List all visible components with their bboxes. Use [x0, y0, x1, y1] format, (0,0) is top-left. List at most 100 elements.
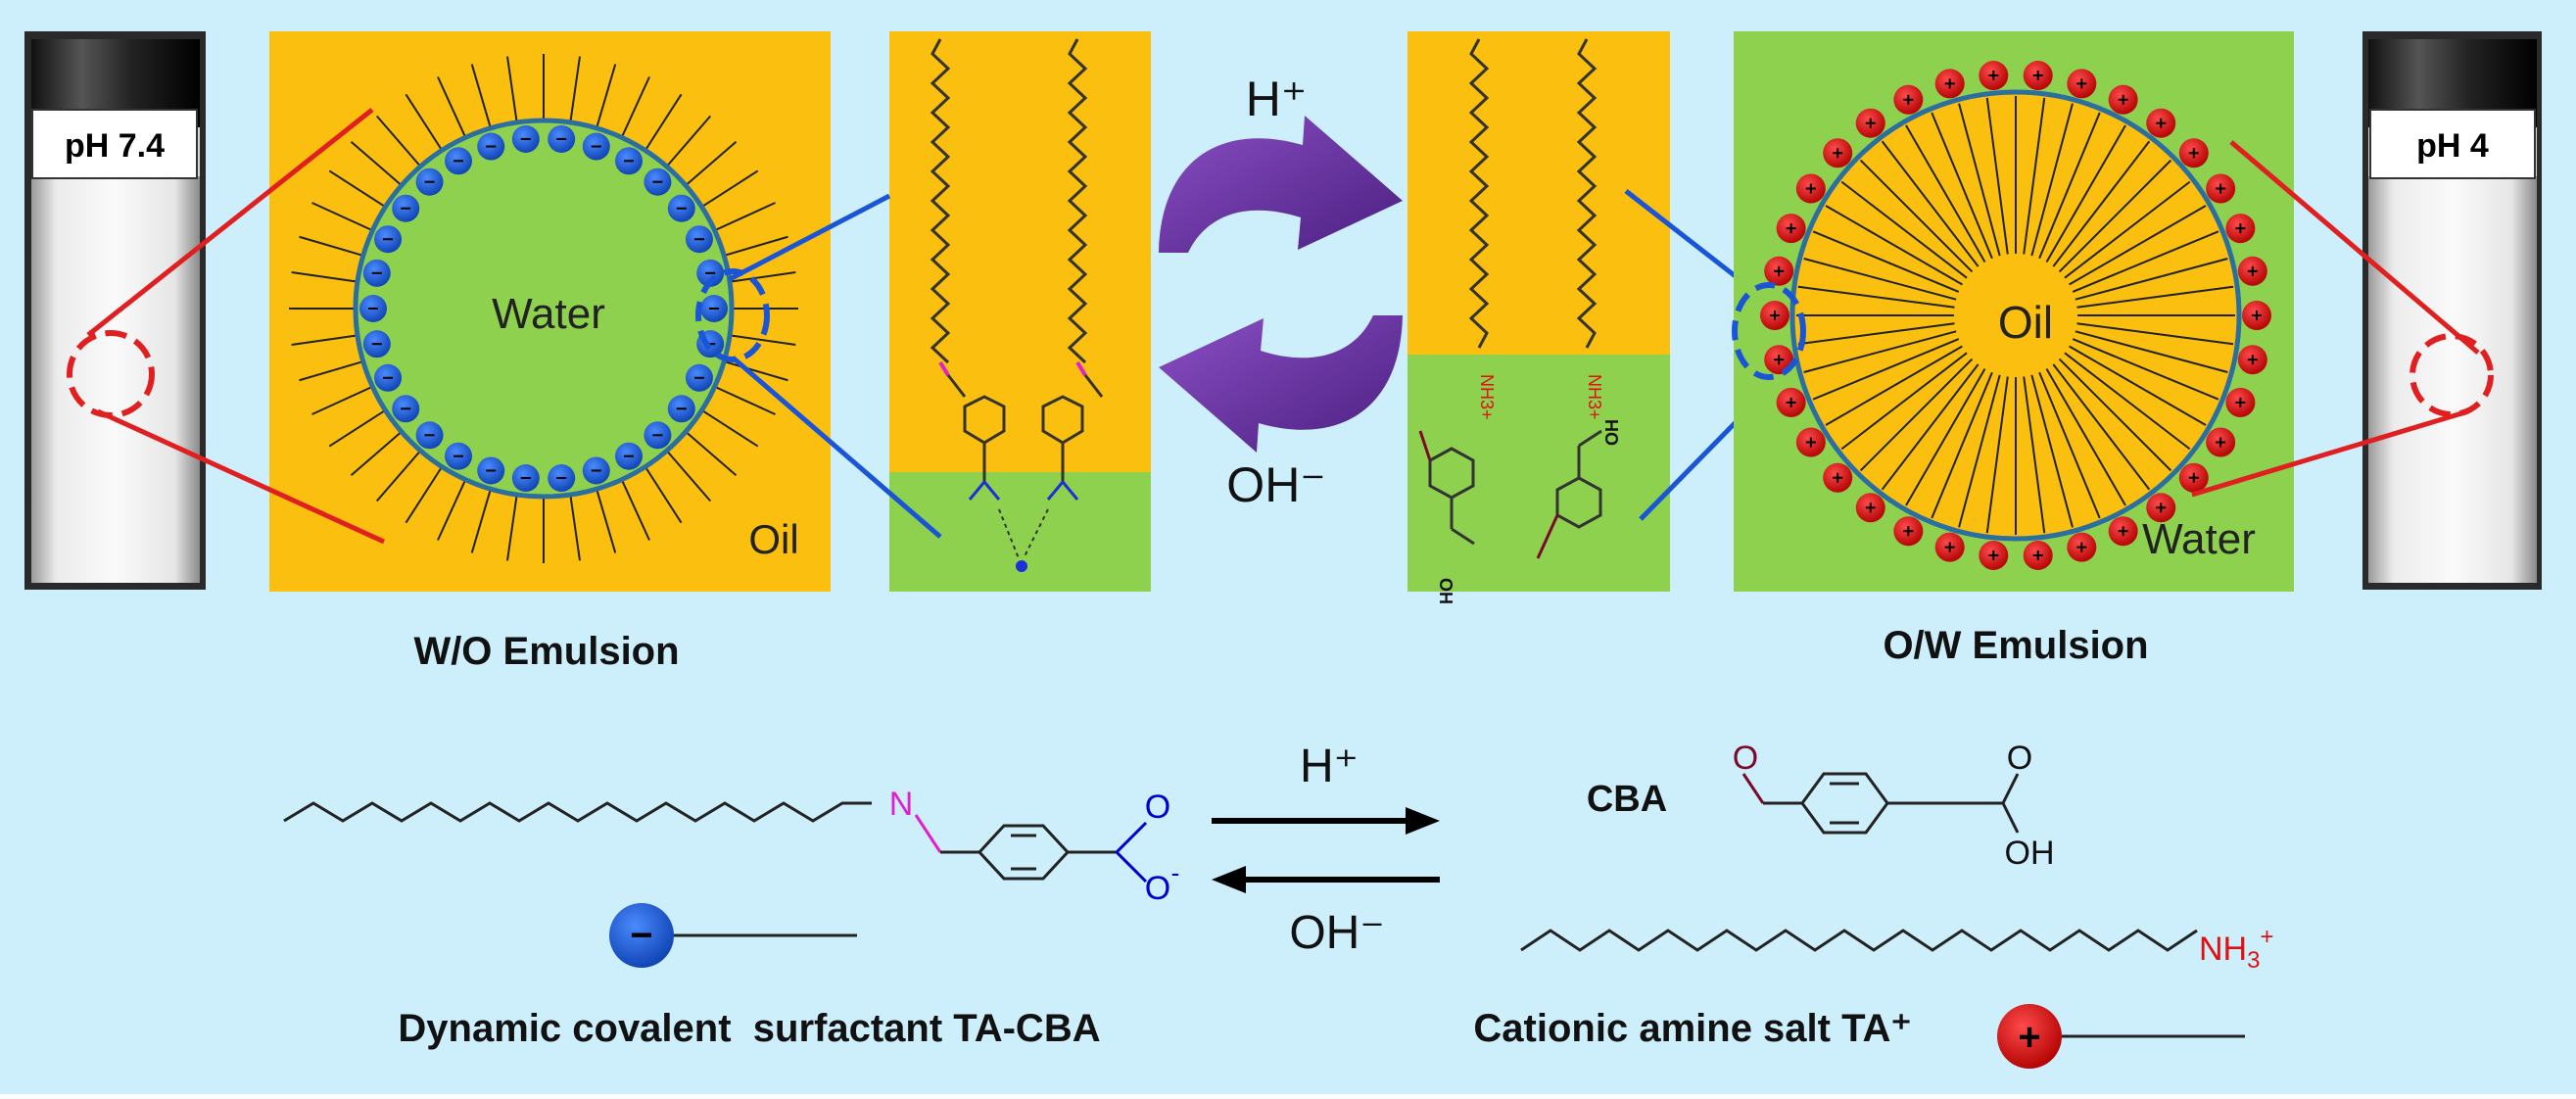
nh3-subscript: 3 [2247, 947, 2260, 974]
ow-tail [2045, 124, 2126, 263]
ow-tail [2075, 258, 2228, 301]
ow-tail [1905, 124, 1986, 263]
ow-tail [1803, 330, 1957, 373]
ta-plus-name: Cationic amine salt TA⁺ [1473, 1007, 1911, 1050]
nh3-superscript: + [2260, 924, 2273, 950]
ph-left-box [31, 109, 198, 179]
ow-surfactant-tails [1796, 96, 2235, 535]
wo-tail [350, 430, 403, 477]
zoom-line-right-bottom [2191, 408, 2469, 498]
wo-tail [405, 93, 444, 152]
carboxylate-minus: - [1171, 858, 1180, 887]
wo-tail [328, 169, 387, 209]
wo-tail [596, 488, 617, 553]
cba-oh: OH [2005, 835, 2055, 872]
cba-label: CBA [1587, 779, 1667, 820]
zoom-line-wo-top [728, 193, 891, 282]
equilibrium-arrows [1212, 807, 1440, 893]
ow-tail [2038, 112, 2101, 260]
ph-right-label: pH 4 [2416, 127, 2489, 165]
ow-water-label: Water [2142, 515, 2256, 563]
wo-tail [299, 360, 364, 382]
wo-tail [714, 202, 776, 232]
eq-acid-label: H⁺ [1300, 741, 1359, 792]
interface-left-water [889, 472, 1151, 592]
ow-tail [2038, 371, 2101, 519]
ow-tail [1840, 180, 1968, 279]
ow-tail [2052, 140, 2151, 267]
eq-base-label: OH⁻ [1289, 907, 1384, 959]
ow-tail [2052, 363, 2151, 491]
svg-text:NH3+: NH3+ [1585, 374, 1604, 420]
ow-tail [1859, 159, 1974, 273]
ow-tail [2023, 97, 2046, 255]
zoom-line-left-bottom [96, 408, 386, 545]
anion-symbol-ball [609, 903, 674, 968]
wo-anion-heads [359, 124, 728, 493]
ow-oil-label: Oil [1998, 297, 2053, 348]
ow-tail [1812, 230, 1960, 293]
imine-n: N [889, 786, 914, 823]
ow-tail [1825, 345, 1963, 426]
ta-plus-chain [1520, 929, 2198, 952]
cycle-arrows [1159, 116, 1403, 453]
wo-tail [470, 488, 492, 553]
ta-cba-name: Dynamic covalent surfactant TA-CBA [398, 1007, 1100, 1050]
ow-tail [1825, 205, 1963, 286]
wo-tail [311, 202, 373, 232]
cba-structure [1741, 772, 2020, 835]
wo-oil-label: Oil [748, 516, 798, 562]
wo-tail [375, 115, 422, 167]
ow-tail [1931, 371, 1993, 519]
ow-emulsion-caption: O/W Emulsion [1883, 624, 2148, 667]
wo-tail [714, 385, 776, 415]
wo-tail [644, 465, 683, 524]
svg-text:OH: OH [1436, 578, 1455, 604]
ow-tail [1958, 103, 2001, 257]
interface-left-molecules [930, 38, 1104, 572]
cation-symbol-ball [1997, 1004, 2062, 1069]
wo-tail [291, 271, 358, 283]
ta-cba-structure [283, 801, 1148, 884]
ow-tail [1905, 368, 1986, 506]
wo-emulsion-caption: W/O Emulsion [413, 630, 679, 673]
carboxylate-o-bottom: O [1145, 870, 1170, 907]
wo-tail [700, 169, 759, 209]
zoom-line-wo-bottom [731, 356, 942, 539]
ow-tail [1881, 363, 1980, 491]
wo-tail [506, 56, 518, 123]
ow-tail [2045, 368, 2126, 506]
cba-o-aldehyde: O [1733, 740, 1758, 777]
wo-tail [299, 235, 364, 257]
wo-tail [620, 76, 650, 138]
ow-tail [2076, 285, 2234, 309]
ow-tail [2064, 180, 2191, 279]
wo-tail [470, 64, 492, 129]
wo-tail [723, 360, 788, 382]
ow-tail [1840, 352, 1968, 451]
ow-tail [2058, 159, 2172, 273]
wo-tail [311, 385, 373, 415]
nh3-label: NH3+ [2199, 924, 2273, 974]
ow-tail [1931, 112, 1993, 260]
wo-water-label: Water [492, 290, 605, 338]
ow-tail [2064, 352, 2191, 451]
ow-tail [2072, 338, 2219, 401]
ow-tail [1985, 97, 2009, 255]
interface-left-oil [889, 31, 1151, 472]
wo-tail [665, 115, 712, 167]
wo-tail [506, 494, 518, 561]
wo-tail [729, 334, 796, 346]
wo-tail [437, 76, 467, 138]
cycle-base-label: OH⁻ [1226, 457, 1325, 512]
wo-tail [596, 64, 617, 129]
zoom-line-right-top [2229, 140, 2480, 355]
wo-tail [644, 93, 683, 152]
ow-tail [1812, 338, 1960, 401]
magnifier-circle-right [2409, 333, 2494, 417]
wo-tail [328, 408, 387, 448]
cba-o-acid: O [2007, 740, 2032, 777]
wo-tail [569, 56, 581, 123]
